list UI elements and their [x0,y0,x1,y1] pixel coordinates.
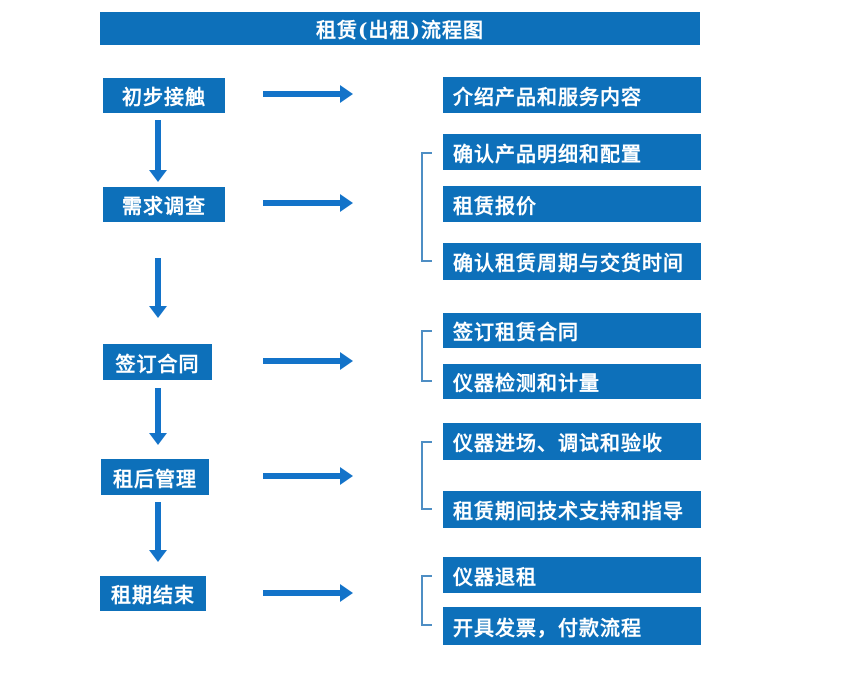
detail-box-sign-rental-contract: 签订租赁合同 [443,313,701,348]
right-arrow-head [340,467,353,485]
down-arrow-head [149,306,167,318]
right-arrow-shaft [263,590,341,596]
down-arrow-shaft [155,258,161,307]
step-box-rental-end: 租期结束 [100,576,206,611]
group-bracket-post-rental [421,441,432,510]
down-arrow-shaft [155,120,161,171]
step-box-post-rental-management: 租后管理 [101,459,209,495]
down-arrow-icon [149,388,167,445]
detail-box-invoice-payment: 开具发票，付款流程 [443,607,701,645]
flowchart-title-bar: 租赁(出租)流程图 [100,12,700,45]
detail-box-confirm-product-details: 确认产品明细和配置 [443,134,701,170]
right-arrow-head [340,194,353,212]
down-arrow-icon [149,502,167,562]
down-arrow-shaft [155,388,161,434]
detail-box-introduce-products: 介绍产品和服务内容 [443,77,701,113]
down-arrow-icon [149,120,167,182]
step-box-demand-survey: 需求调查 [103,187,225,222]
step-box-sign-contract: 签订合同 [103,344,212,380]
right-arrow-icon [263,584,353,602]
step-box-initial-contact: 初步接触 [103,78,225,113]
group-bracket-sign-contract [421,330,432,382]
right-arrow-shaft [263,358,341,364]
down-arrow-head [149,433,167,445]
down-arrow-head [149,170,167,182]
detail-box-instrument-entry-acceptance: 仪器进场、调试和验收 [443,423,701,460]
right-arrow-shaft [263,473,341,479]
group-bracket-rental-end [421,575,432,626]
right-arrow-head [340,85,353,103]
flowchart-title: 租赁(出租)流程图 [316,18,484,42]
right-arrow-head [340,584,353,602]
detail-box-instrument-testing: 仪器检测和计量 [443,364,701,399]
right-arrow-shaft [263,91,341,97]
right-arrow-icon [263,467,353,485]
detail-box-technical-support: 租赁期间技术支持和指导 [443,491,701,528]
down-arrow-icon [149,258,167,318]
detail-box-confirm-rental-period: 确认租赁周期与交货时间 [443,243,701,280]
down-arrow-head [149,550,167,562]
right-arrow-icon [263,85,353,103]
group-bracket-demand-survey [421,152,432,262]
detail-box-instrument-return: 仪器退租 [443,557,701,593]
detail-box-rental-quotation: 租赁报价 [443,186,701,222]
right-arrow-icon [263,352,353,370]
right-arrow-head [340,352,353,370]
right-arrow-shaft [263,200,341,206]
down-arrow-shaft [155,502,161,551]
right-arrow-icon [263,194,353,212]
